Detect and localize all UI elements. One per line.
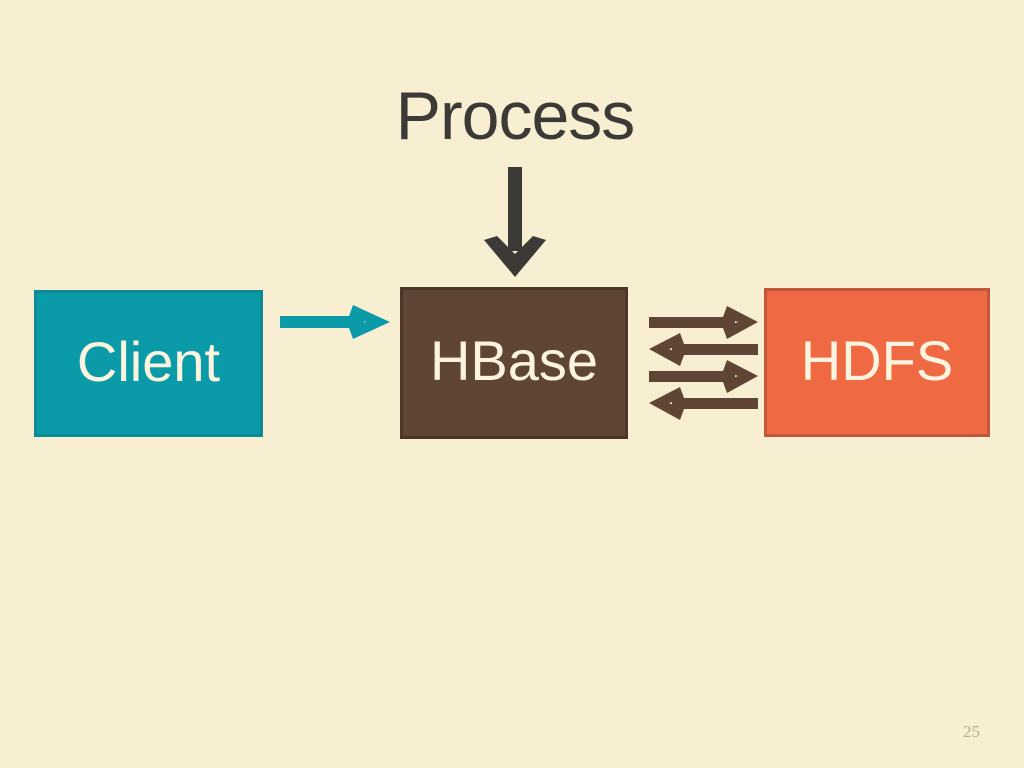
- node-hbase[interactable]: HBase: [400, 287, 628, 439]
- arrow-client-to-hbase: [280, 305, 390, 339]
- page-number: 25: [963, 722, 980, 741]
- node-hdfs[interactable]: HDFS: [764, 288, 990, 437]
- arrow-hdfs-to-hbase-2: [649, 387, 758, 420]
- node-client[interactable]: Client: [34, 290, 263, 437]
- arrow-hbase-to-hdfs-1: [649, 306, 758, 339]
- node-hbase-label: HBase: [429, 329, 599, 392]
- arrow-process-to-hbase: [484, 167, 546, 277]
- arrow-hdfs-to-hbase-1: [649, 333, 758, 366]
- arrow-hbase-to-hdfs-2: [649, 360, 758, 393]
- page-title: Process: [395, 78, 636, 154]
- node-client-label: Client: [76, 329, 221, 393]
- node-hdfs-label: HDFS: [800, 328, 954, 392]
